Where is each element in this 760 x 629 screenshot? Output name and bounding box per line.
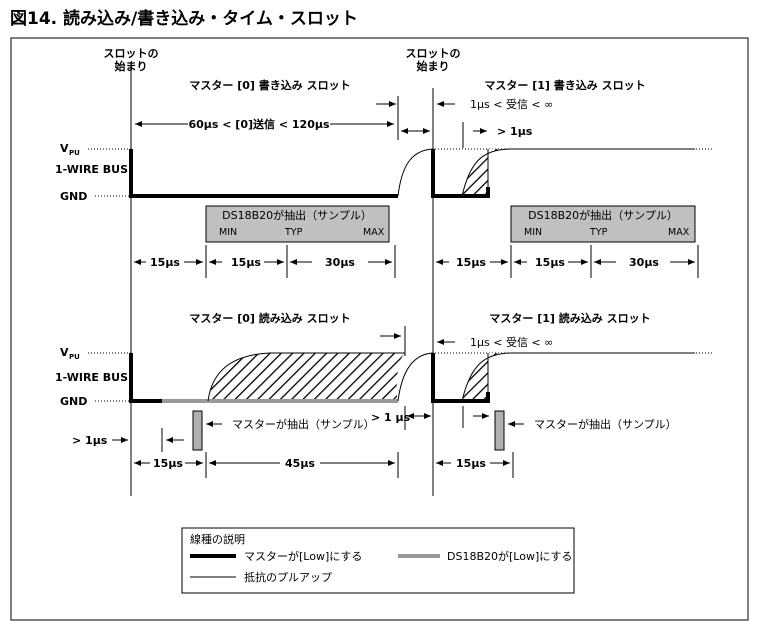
write0-interval-ticks (205, 245, 396, 278)
write0-sample-box: DS18B20が抽出（サンプル） MIN TYP MAX (205, 205, 390, 243)
svg-text:15µs: 15µs (456, 457, 486, 470)
svg-text:V: V (60, 346, 69, 359)
read1-master-sample-label: マスターが抽出（サンプル） (534, 417, 677, 431)
svg-text:DS18B20が抽出（サンプル）: DS18B20が抽出（サンプル） (222, 208, 372, 222)
svg-text:PU: PU (69, 149, 80, 157)
write0-master-low (129, 149, 398, 198)
diagram-frame (10, 37, 749, 621)
svg-text:45µs: 45µs (285, 457, 315, 470)
write-slot-0-title: マスター [0] 書き込み スロット (189, 78, 350, 92)
svg-text:15µs: 15µs (231, 256, 261, 269)
legend-ds-low: DS18B20が[Low]にする (447, 549, 572, 563)
svg-text:15µs: 15µs (153, 457, 183, 470)
svg-text:スロットの: スロットの (406, 47, 461, 60)
svg-text:MIN: MIN (219, 227, 237, 238)
svg-text:始まり: 始まり (115, 59, 148, 73)
write0-pullup (397, 148, 434, 197)
read-gnd-label: GND (60, 395, 87, 408)
read1-master-sample-bar (494, 410, 505, 451)
slot-start-label-1: スロットの 始まり (406, 47, 461, 73)
legend-pullup: 抵抗のプルアップ (244, 570, 332, 584)
svg-text:30µs: 30µs (629, 256, 659, 269)
read0-hatch-edge (207, 352, 405, 402)
read1-hatch (462, 353, 510, 401)
read0-intervals: 15µs 45µs (134, 457, 395, 470)
read-recovery-min: > 1 µs (371, 411, 411, 424)
slot-start-label-0: スロットの 始まり (104, 47, 159, 73)
write1-pullup (461, 148, 695, 197)
svg-text:TYP: TYP (284, 227, 303, 238)
write1-sample-box: DS18B20が抽出（サンプル） MIN TYP MAX (510, 205, 696, 243)
write1-interval-ticks (510, 245, 699, 278)
read1-pullup (461, 352, 695, 402)
read-vpu-label: V PU (60, 346, 80, 361)
figure-title: 図14. 読み込み/書き込み・タイム・スロット (10, 9, 358, 29)
read-slot-0-title: マスター [0] 読み込み スロット (189, 311, 350, 325)
svg-text:DS18B20が抽出（サンプル）: DS18B20が抽出（サンプル） (528, 208, 678, 222)
write1-intervals: 15µs 15µs 30µs (436, 256, 695, 269)
read0-pullup (397, 352, 434, 402)
svg-text:30µs: 30µs (325, 256, 355, 269)
legend: 線種の説明 マスターが[Low]にする DS18B20が[Low]にする 抵抗の… (181, 527, 575, 594)
svg-text:始まり: 始まり (417, 59, 450, 73)
read0-master-sample-label: マスターが抽出（サンプル） (232, 417, 375, 431)
svg-text:15µs: 15µs (150, 256, 180, 269)
legend-master-low: マスターが[Low]にする (244, 549, 362, 563)
write-gnd-label: GND (60, 190, 87, 203)
read-slot-1-recovery: 1µs < 受信 < ∞ (470, 336, 553, 349)
write-slot-1-title: マスター [1] 書き込み スロット (484, 78, 645, 92)
svg-text:TYP: TYP (589, 227, 608, 238)
write-slot-0-timing: 60µs < [0]送信 < 120µs (188, 117, 329, 131)
read-slot-1-title: マスター [1] 読み込み スロット (489, 311, 650, 325)
svg-text:PU: PU (69, 353, 80, 361)
write-slot-1-low-min: > 1µs (497, 125, 533, 138)
svg-text:MIN: MIN (524, 227, 542, 238)
write0-intervals: 15µs 15µs 30µs (134, 256, 392, 269)
read-low-min: > 1µs (72, 434, 108, 447)
svg-text:15µs: 15µs (535, 256, 565, 269)
svg-text:MAX: MAX (668, 227, 690, 238)
svg-text:15µs: 15µs (456, 256, 486, 269)
write-bus-label: 1-WIRE BUS (55, 163, 128, 176)
write1-hatch (462, 149, 510, 196)
write-vpu-label: V PU (60, 142, 80, 157)
read0-hatch (208, 353, 405, 401)
read-bus-label: 1-WIRE BUS (55, 371, 128, 384)
read0-master-sample-bar (192, 410, 203, 451)
write-slot-1-recovery: 1µs < 受信 < ∞ (470, 98, 553, 111)
svg-text:MAX: MAX (363, 227, 385, 238)
read1-interval: 15µs (436, 457, 510, 470)
read0-master-low (129, 353, 162, 403)
svg-text:スロットの: スロットの (104, 47, 159, 60)
legend-title: 線種の説明 (190, 532, 245, 546)
svg-text:V: V (60, 142, 69, 155)
